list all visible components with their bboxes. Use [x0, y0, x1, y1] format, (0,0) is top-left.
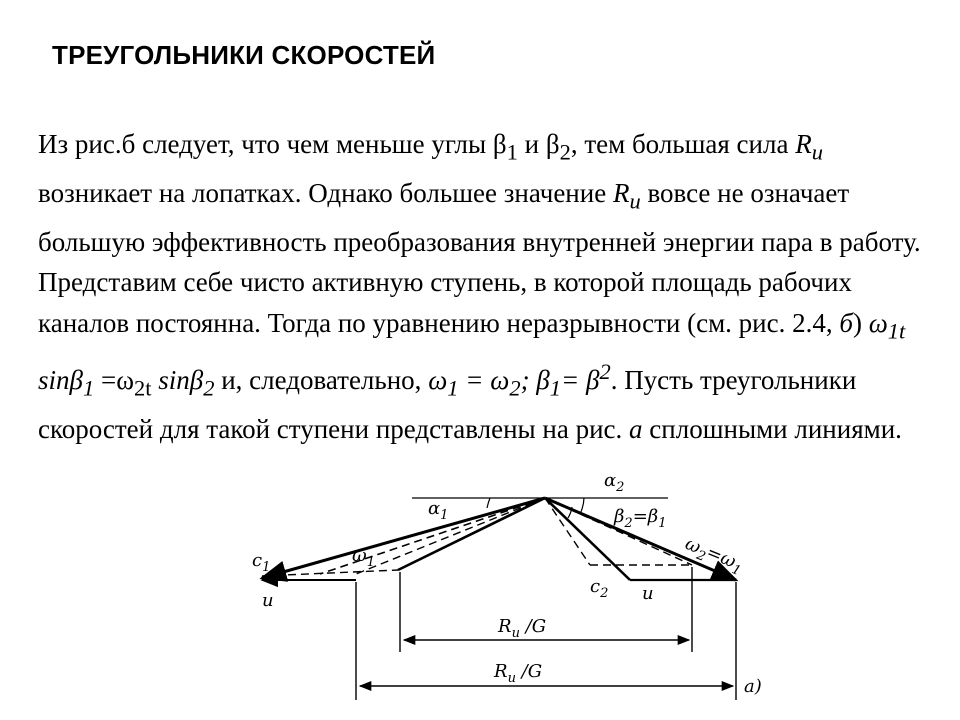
alpha2-label: α2	[604, 470, 624, 495]
dashed-c2-prime	[544, 497, 591, 566]
dashed-c1-prime	[319, 497, 546, 575]
body-text: Из рис.б следует, что чем меньше углы β1…	[38, 124, 943, 449]
w2-vector	[544, 496, 739, 582]
ru-outer-label: Ru /G	[493, 661, 542, 686]
c1-vector	[259, 496, 546, 582]
c2-vector	[544, 497, 631, 581]
slide-title: ТРЕУГОЛЬНИКИ СКОРОСТЕЙ	[52, 40, 436, 70]
beta-label: β2=β1	[613, 506, 666, 531]
beta-arc	[567, 506, 573, 519]
figure-a-label: a)	[744, 676, 762, 697]
w1-vector	[397, 496, 546, 572]
w1-label: ω1	[352, 545, 375, 570]
alpha1-label: α1	[428, 498, 448, 523]
u-right-label: u	[642, 583, 654, 604]
u-left-label: u	[262, 590, 274, 611]
dashed-w1-prime	[355, 497, 546, 575]
dashed-w2-prime	[544, 497, 693, 566]
paragraph-2: Представим себе чисто активную ступень, …	[38, 267, 906, 444]
paragraph-1: Из рис.б следует, что чем меньше углы β1…	[38, 129, 921, 257]
velocity-triangles-figure: α1 c1 ω1 u α2 β2=β1 ω2=ω1 c2 u Ru /G Ru …	[240, 455, 780, 710]
ru-inner-label: Ru /G	[497, 616, 546, 641]
dashed-u-left	[261, 569, 399, 577]
velocity-triangles-diagram: α1 c1 ω1 u α2 β2=β1 ω2=ω1 c2 u Ru /G Ru …	[252, 470, 762, 700]
c1-label: c1	[252, 550, 270, 575]
alpha1-arc	[486, 497, 491, 509]
w2-eq-w1-label: ω2=ω1	[681, 533, 747, 579]
c2-label: c2	[590, 576, 608, 601]
alpha2-arc	[579, 497, 585, 515]
